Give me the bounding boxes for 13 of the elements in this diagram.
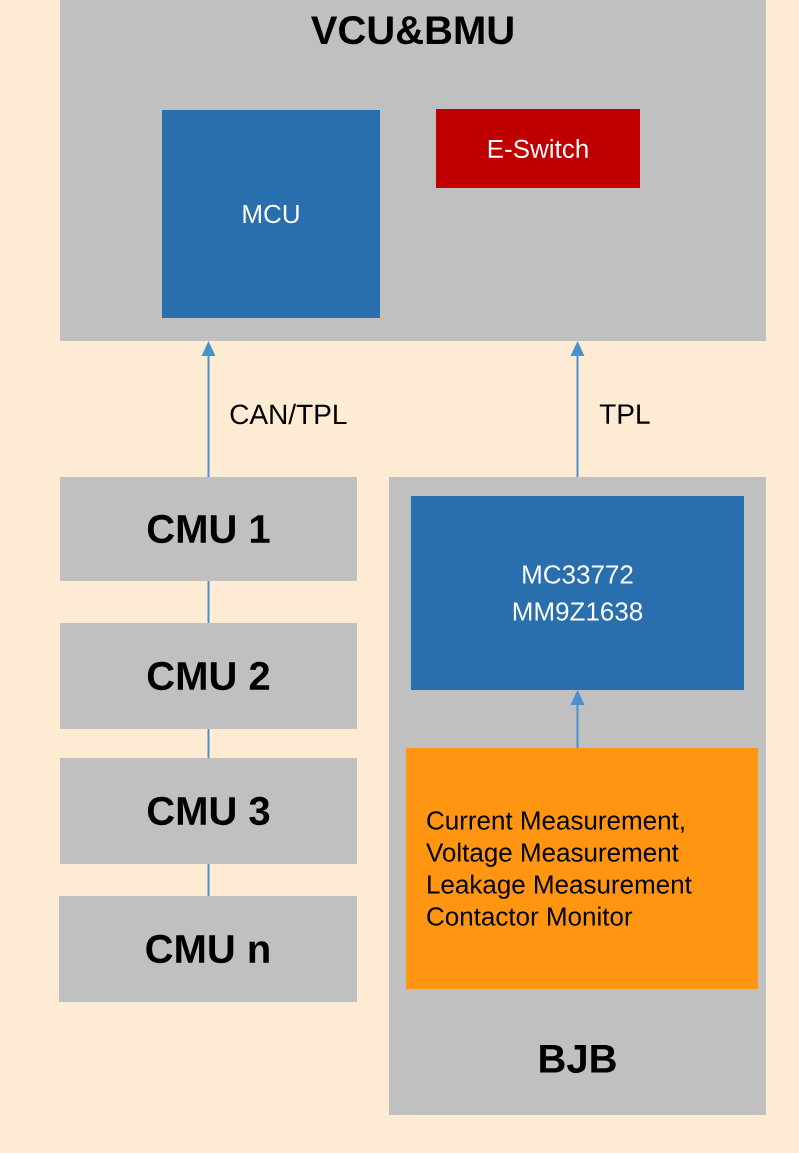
edge-label: CAN/TPL [228, 402, 349, 426]
module-box: CMU 2 [60, 623, 357, 729]
arrow [201, 341, 216, 478]
module-box: CMU 1 [60, 477, 357, 581]
edge-label: TPL [598, 403, 652, 425]
arrow [570, 690, 585, 749]
module-box: CMU 3 [60, 758, 357, 864]
module-box: CMU n [59, 896, 357, 1002]
chip-box: MC33772 MM9Z1638 [411, 496, 744, 690]
chip-box: MCU [162, 110, 380, 318]
arrow [570, 341, 585, 478]
switch-box: E-Switch [436, 109, 640, 188]
function-box: Current Measurement, Voltage Measurement Leakage Measurement Contactor Monitor [406, 748, 758, 989]
